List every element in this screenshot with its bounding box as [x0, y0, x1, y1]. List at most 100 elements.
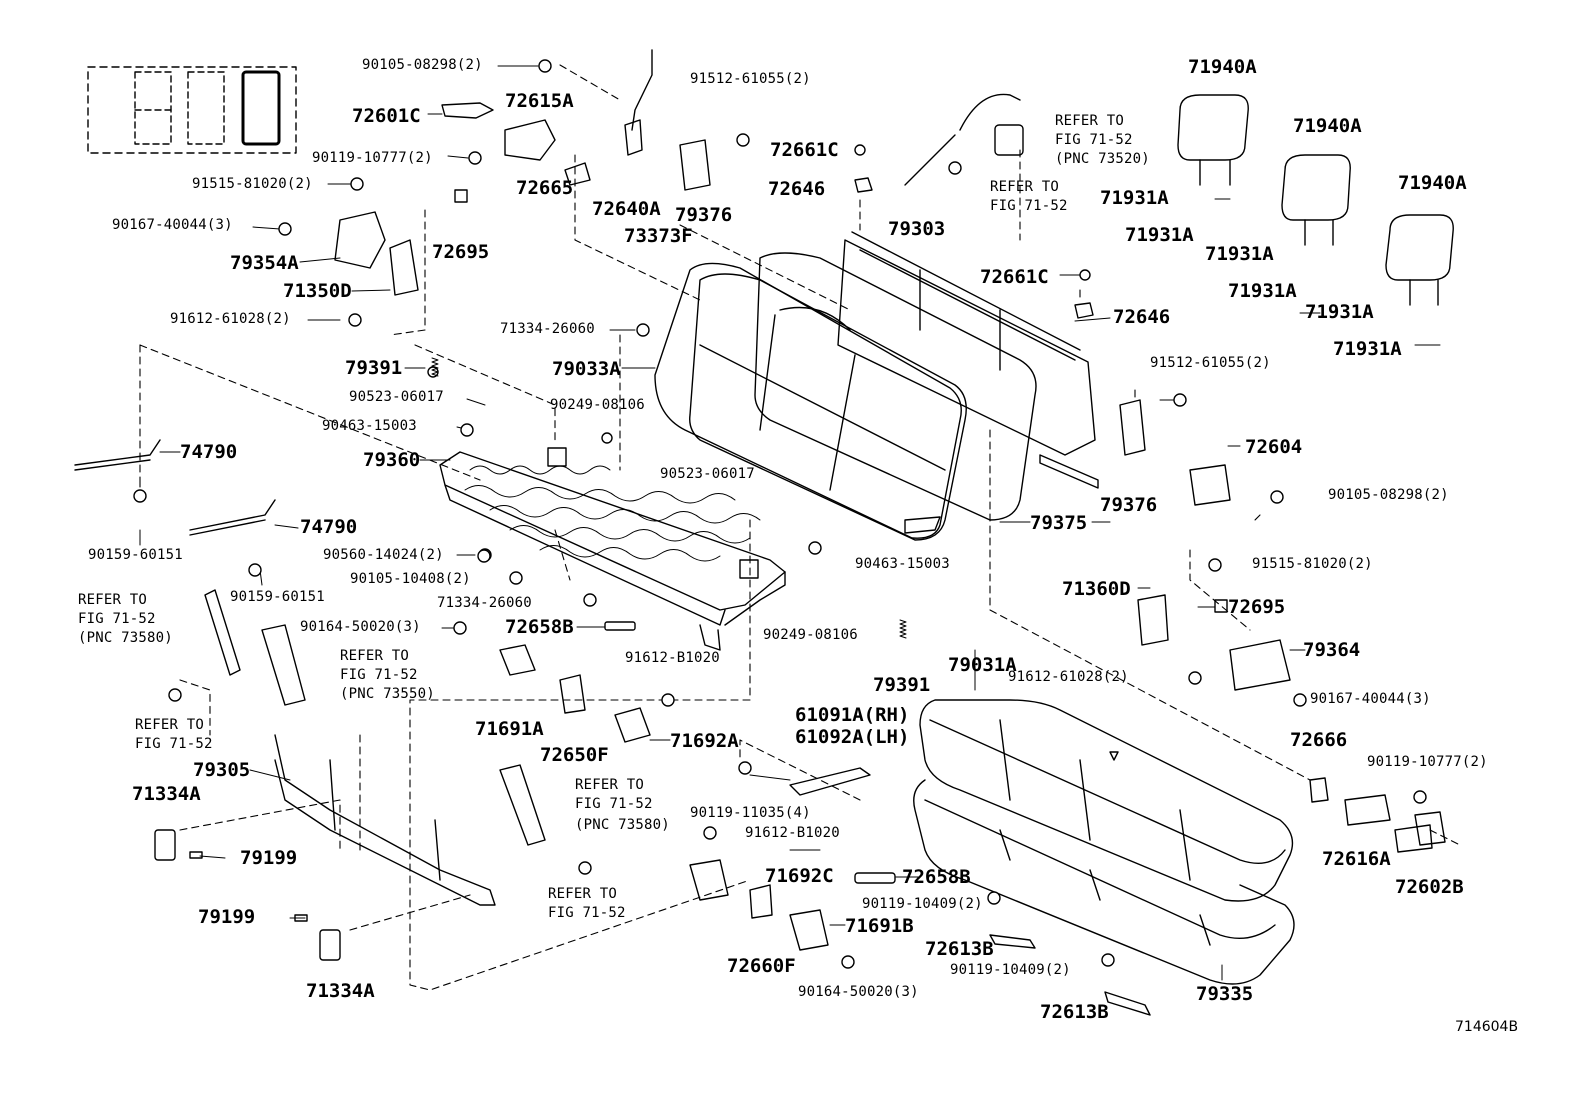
part-label: 90105-08298(2) [362, 57, 483, 73]
part-label: 79376 [675, 204, 733, 226]
part-label: REFER TO [78, 592, 148, 608]
part-label: 91515-81020(2) [1252, 556, 1373, 572]
part-label: REFER TO [135, 717, 205, 733]
part-label: 72613B [1040, 1001, 1109, 1023]
part-label: 91515-81020(2) [192, 176, 313, 192]
seat-cushion-79335 [913, 779, 1295, 985]
part-label: FIG 71-52 [575, 796, 653, 812]
part-label: 90167-40044(3) [112, 217, 233, 233]
part-label: 79305 [193, 759, 251, 781]
small-hardware [154, 49, 1446, 1016]
vehicle-seat-layout-icon [87, 66, 297, 154]
springs-79391 [431, 357, 907, 639]
part-label: 71931A [1125, 224, 1194, 246]
part-label: FIG 71-52 [135, 736, 213, 752]
part-label: REFER TO [575, 777, 645, 793]
part-label: 72695 [432, 241, 490, 263]
seat-cushion-79031A [919, 699, 1294, 902]
part-label: 72646 [768, 178, 826, 200]
part-label: 72615A [505, 90, 574, 112]
part-label: 90167-40044(3) [1310, 691, 1431, 707]
part-label: FIG 71-52 [78, 611, 156, 627]
part-label: 71691B [845, 915, 914, 937]
part-label: 91512-61055(2) [690, 71, 811, 87]
part-label: 72665 [516, 177, 574, 199]
part-label: 61091A(RH) [795, 704, 910, 726]
part-label: 72604 [1245, 436, 1303, 458]
part-label: 72650F [540, 744, 609, 766]
seatbelt-buckles [74, 439, 546, 846]
part-label: 90119-10777(2) [1367, 754, 1488, 770]
part-label: REFER TO [548, 886, 618, 902]
part-label: REFER TO [340, 648, 410, 664]
part-label: 71940A [1293, 115, 1362, 137]
part-label: 71931A [1228, 280, 1297, 302]
part-label: 72616A [1322, 848, 1391, 870]
part-label: 90249-08106 [550, 397, 645, 413]
headrest-71940A [1177, 94, 1454, 306]
part-label: 72661C [770, 139, 839, 161]
part-label: 73373F [624, 225, 693, 247]
part-label: 74790 [300, 516, 358, 538]
part-label: 72646 [1113, 306, 1171, 328]
part-label: 79391 [345, 357, 403, 379]
part-label: 72601C [352, 105, 421, 127]
part-label: FIG 71-52 [1055, 132, 1133, 148]
part-label: 91612-B1020 [745, 825, 840, 841]
part-label: 90523-06017 [349, 389, 444, 405]
part-label: (PNC 73580) [78, 630, 173, 646]
part-label: 71692A [670, 730, 739, 752]
part-label: (PNC 73520) [1055, 151, 1150, 167]
part-label: 72658B [505, 616, 574, 638]
bolts-and-fasteners [133, 59, 1427, 969]
part-label: 71334A [132, 783, 201, 805]
part-label: 90249-08106 [763, 627, 858, 643]
part-label: 71931A [1100, 187, 1169, 209]
part-label: 79335 [1196, 983, 1254, 1005]
part-label: 79199 [198, 906, 256, 928]
part-label: 90523-06017 [660, 466, 755, 482]
part-label: 91612-B1020 [625, 650, 720, 666]
part-label: 71940A [1188, 56, 1257, 78]
part-label: 90119-10409(2) [862, 896, 983, 912]
part-label: 71360D [1062, 578, 1131, 600]
part-label: 72640A [592, 198, 661, 220]
part-label: 79354A [230, 252, 299, 274]
part-label: FIG 71-52 [340, 667, 418, 683]
part-label: 72695 [1228, 596, 1286, 618]
part-label: 90159-60151 [230, 589, 325, 605]
part-label: 71931A [1305, 301, 1374, 323]
seat-bracket-79305 [274, 734, 496, 906]
seat-frame-79360 [439, 447, 786, 651]
part-label: 79375 [1030, 512, 1088, 534]
part-label: 90119-11035(4) [690, 805, 811, 821]
part-label: 71940A [1398, 172, 1467, 194]
part-label: FIG 71-52 [548, 905, 626, 921]
part-label: 71334-26060 [500, 321, 595, 337]
part-label: 90164-50020(3) [798, 984, 919, 1000]
part-label: 71692C [765, 865, 834, 887]
part-label: REFER TO [1055, 113, 1125, 129]
part-label: 90119-10409(2) [950, 962, 1071, 978]
part-label: 71334-26060 [437, 595, 532, 611]
part-label: 90105-10408(2) [350, 571, 471, 587]
part-label: (PNC 73550) [340, 686, 435, 702]
part-label: (PNC 73580) [575, 817, 670, 833]
part-label: 91512-61055(2) [1150, 355, 1271, 371]
part-label: 79364 [1303, 639, 1361, 661]
part-label: 71350D [283, 280, 352, 302]
part-label: 79303 [888, 218, 946, 240]
part-label: 71334A [306, 980, 375, 1002]
part-label: FIG 71-52 [990, 198, 1068, 214]
part-label: 72666 [1290, 729, 1348, 751]
part-label: 72660F [727, 955, 796, 977]
part-label: 90105-08298(2) [1328, 487, 1449, 503]
part-label: 74790 [180, 441, 238, 463]
part-label: 90560-14024(2) [323, 547, 444, 563]
part-label: 72602B [1395, 876, 1464, 898]
part-label: REFER TO [990, 179, 1060, 195]
part-label: 71931A [1333, 338, 1402, 360]
seatbelt-retractor [904, 93, 1024, 186]
figure-code: 714604B [1455, 1019, 1519, 1035]
